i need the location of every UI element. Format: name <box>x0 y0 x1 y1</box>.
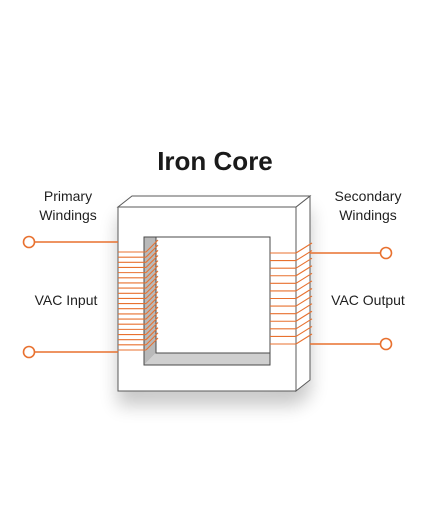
secondary-windings-label-line2: Windings <box>339 207 397 223</box>
primary-turn-wrap <box>145 322 159 335</box>
core-top-face <box>116 195 312 208</box>
primary-turn-wrap <box>145 337 159 351</box>
primary-turn-wrap <box>145 291 159 304</box>
iron-core <box>116 194 312 393</box>
secondary-turn-wrap <box>295 250 313 262</box>
primary-turn-wrap <box>145 260 159 274</box>
vac-input-label: VAC Input <box>34 292 98 308</box>
primary-turn-wrap <box>145 306 159 320</box>
secondary-turn-wrap <box>295 265 313 277</box>
secondary-turn-wrap <box>295 318 313 330</box>
secondary-turn-wrap <box>295 272 313 284</box>
secondary-turn-wrap <box>295 333 313 345</box>
secondary-turn-wrap <box>295 242 313 254</box>
secondary-turn-wrap <box>295 280 313 292</box>
primary-turn-wrap <box>145 239 159 253</box>
primary-turn-wrap <box>145 311 159 325</box>
vac-output-label: VAC Output <box>331 292 405 308</box>
primary-windings-label-line2: Windings <box>39 207 97 223</box>
primary-turn-wrap <box>145 255 159 268</box>
core-window-edge <box>143 236 271 366</box>
primary-turn-wrap <box>145 265 159 279</box>
secondary-winding <box>270 242 313 345</box>
secondary-turn-wrap <box>295 295 313 307</box>
primary-turn-wrap <box>145 296 159 310</box>
primary-turn-wrap <box>145 244 159 258</box>
core-window-bottom-wall <box>144 353 270 365</box>
primary-winding <box>118 239 159 351</box>
secondary-windings-label: Secondary Windings <box>322 187 414 225</box>
secondary-turn-wrap <box>295 325 313 337</box>
core-window-back <box>155 236 271 354</box>
primary-windings-label-line1: Primary <box>43 188 93 204</box>
primary-turn-wrap <box>145 286 159 299</box>
primary-turn-wrap <box>145 249 159 263</box>
primary-turn-wrap <box>145 280 159 294</box>
secondary-windings-label-line1: Secondary <box>334 188 402 204</box>
primary-windings-label: Primary Windings <box>26 187 110 225</box>
secondary-turn-wrap <box>295 303 313 315</box>
terminal-leads <box>22 235 393 359</box>
secondary-turn-wrap <box>295 310 313 322</box>
secondary-turn-wrap <box>295 257 313 269</box>
primary-turn-wrap <box>145 301 159 315</box>
secondary-bottom-terminal <box>379 337 393 351</box>
primary-turn-wrap <box>145 332 159 346</box>
diagram-title: Iron Core <box>157 146 273 176</box>
secondary-top-terminal <box>379 246 393 260</box>
primary-bottom-terminal <box>22 345 36 359</box>
primary-turn-wrap <box>145 327 159 341</box>
primary-top-terminal <box>22 235 36 249</box>
primary-turn-wrap <box>145 270 159 284</box>
primary-turn-wrap <box>145 275 159 289</box>
primary-turn-wrap <box>145 316 159 330</box>
secondary-turn-wrap <box>295 288 313 299</box>
